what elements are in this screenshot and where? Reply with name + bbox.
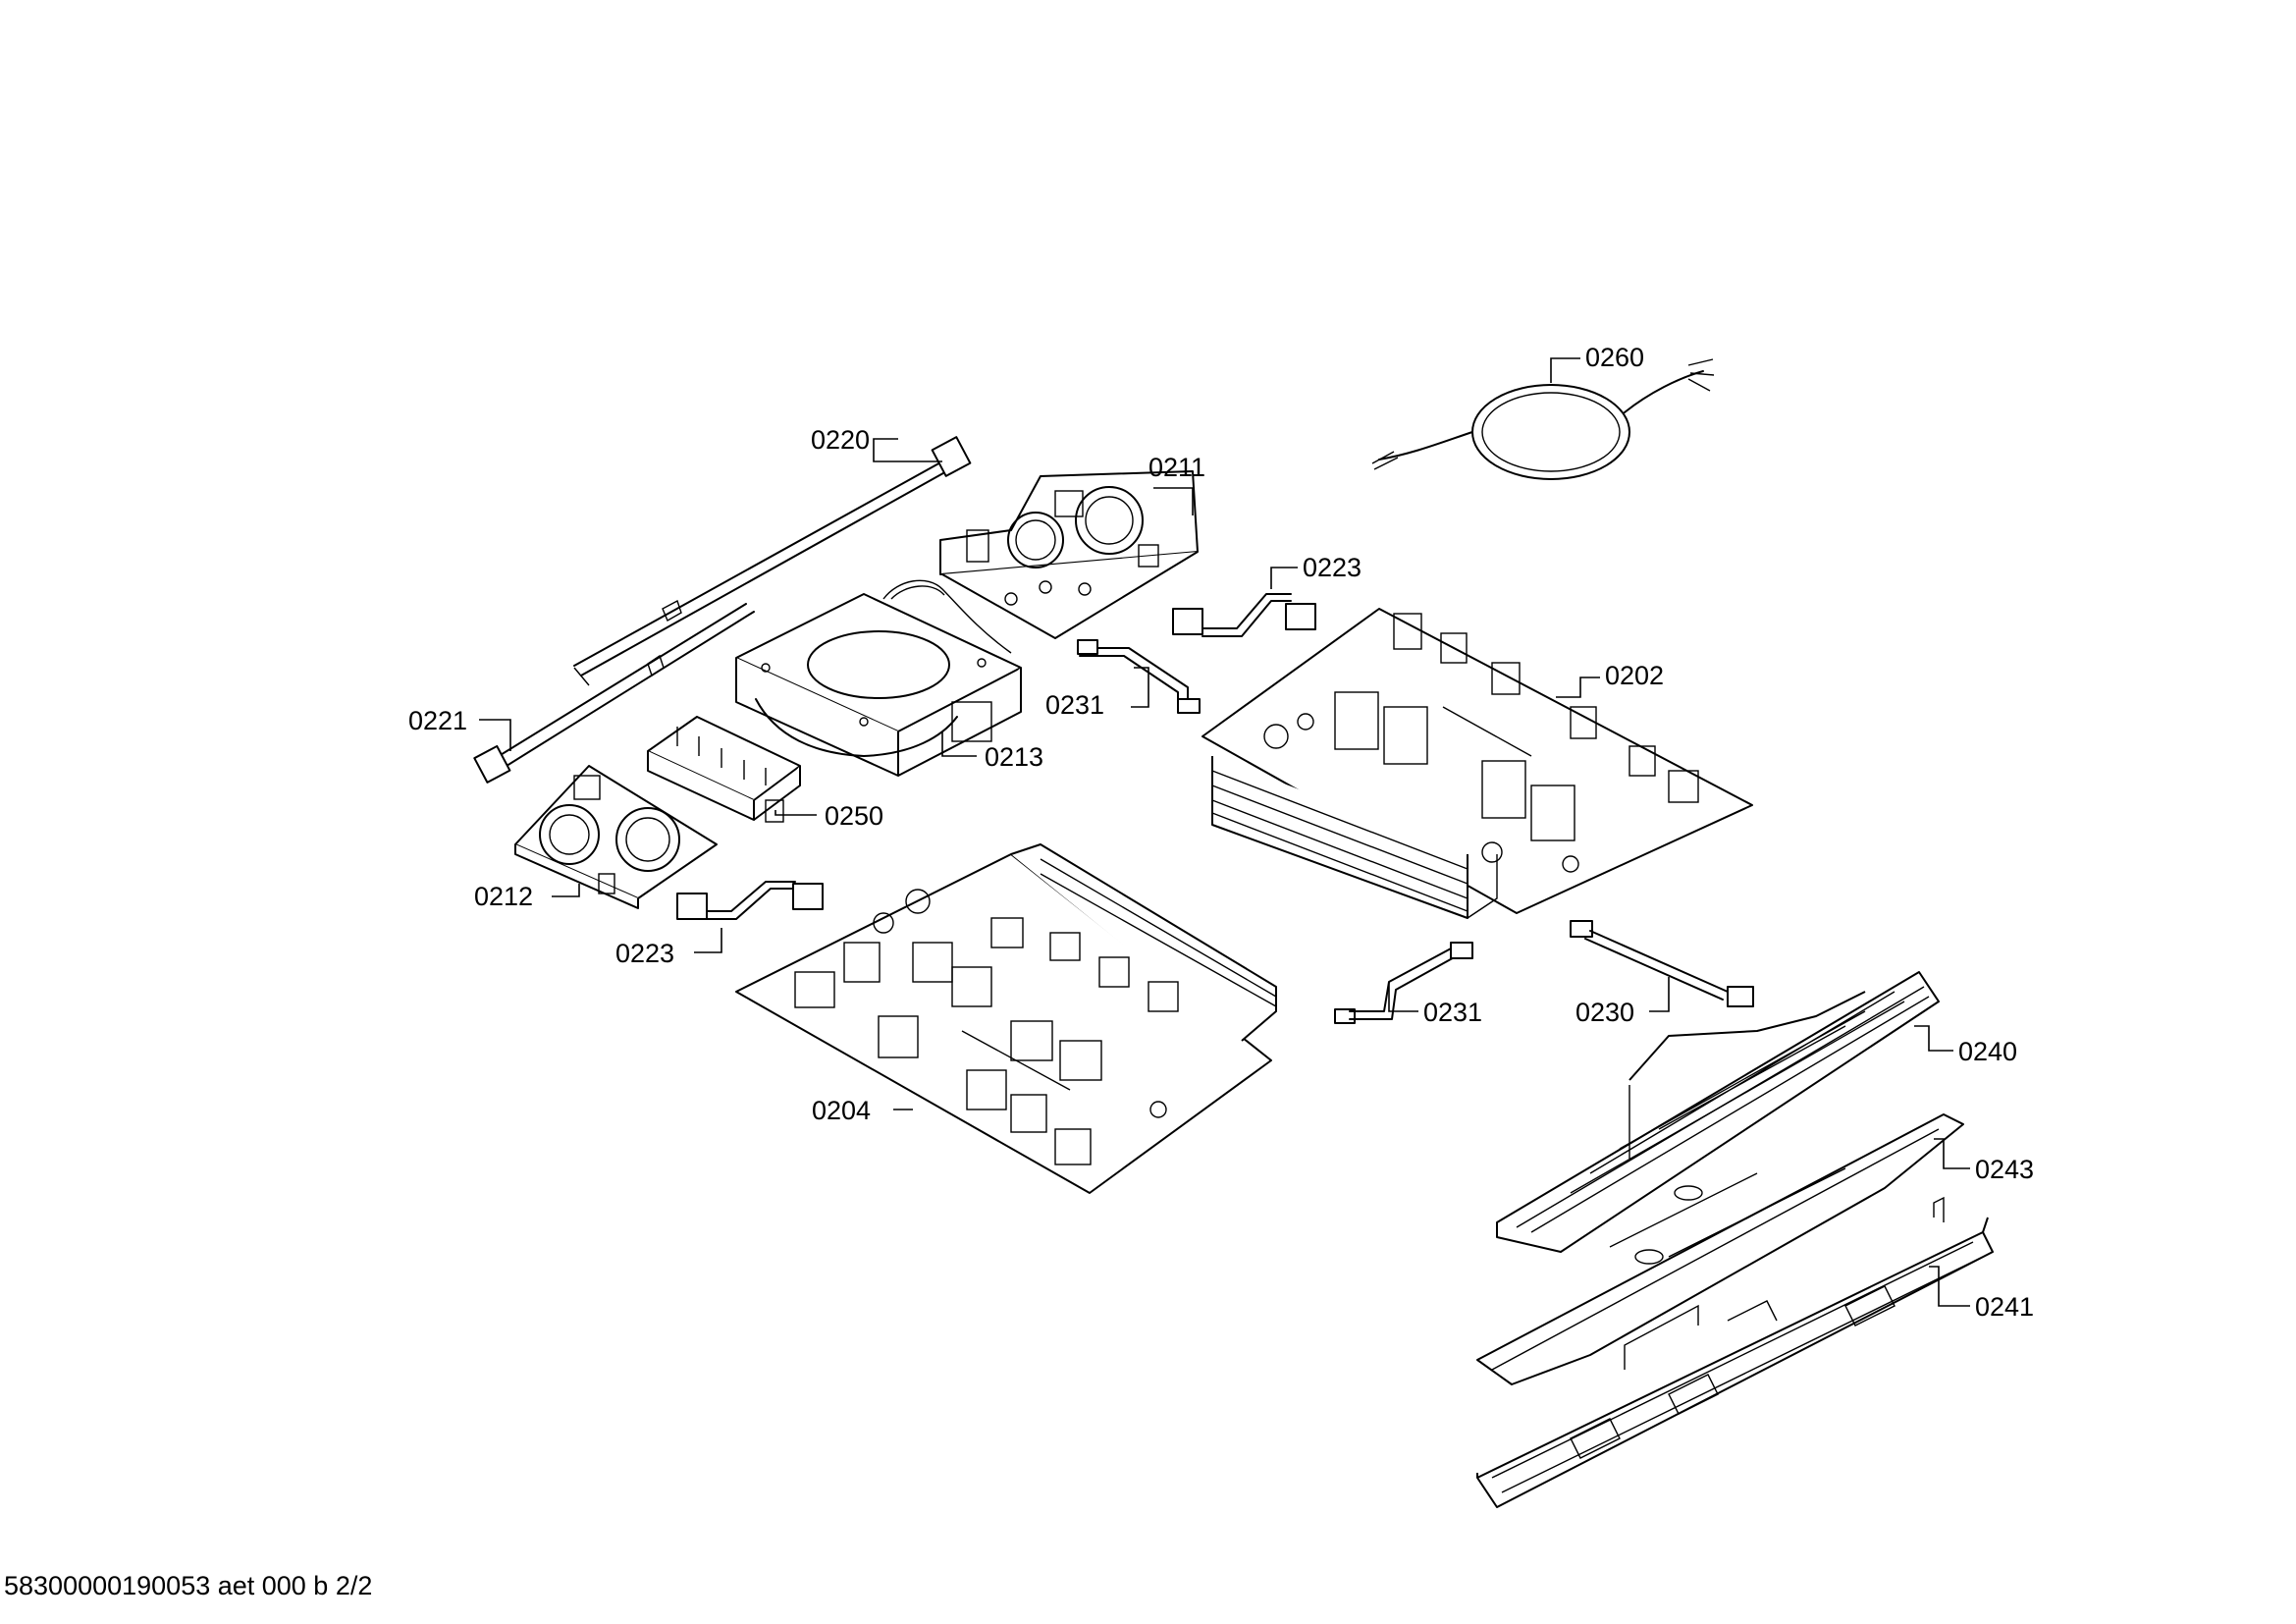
leader-0243: [1934, 1138, 1970, 1169]
leader-0260: [1550, 357, 1580, 383]
part-0202-power-board[interactable]: [1201, 608, 1753, 919]
callout-0211[interactable]: 0211: [1148, 453, 1205, 482]
leader-0230: [1649, 977, 1670, 1012]
callout-0223-upper[interactable]: 0223: [1303, 553, 1362, 582]
callout-0212[interactable]: 0212: [474, 882, 533, 911]
leader-0223-lower: [694, 928, 722, 953]
part-0204-power-board[interactable]: [735, 843, 1277, 1194]
leader-0223-upper: [1270, 567, 1298, 589]
part-0223-connector-cable-upper[interactable]: [1172, 593, 1316, 637]
callout-0220[interactable]: 0220: [811, 425, 870, 455]
callout-0223-lower[interactable]: 0223: [615, 939, 674, 968]
leader-0221: [479, 719, 511, 751]
part-0231-flat-cable-upper[interactable]: [1077, 639, 1201, 714]
callout-0240[interactable]: 0240: [1958, 1037, 2017, 1066]
part-0260-power-cable[interactable]: [1371, 358, 1715, 480]
part-0231-flat-cable-lower[interactable]: [1334, 942, 1473, 1024]
callout-0241[interactable]: 0241: [1975, 1292, 2034, 1322]
callout-0221[interactable]: 0221: [408, 706, 467, 735]
callout-0250[interactable]: 0250: [825, 801, 883, 831]
callout-0231-upper[interactable]: 0231: [1045, 690, 1104, 720]
leader-0211: [1153, 487, 1194, 515]
callout-0230[interactable]: 0230: [1575, 998, 1634, 1027]
leader-0220: [873, 438, 942, 462]
callout-0243[interactable]: 0243: [1975, 1155, 2034, 1184]
leader-0250: [774, 810, 817, 816]
part-0220-ribbon-cable[interactable]: [573, 436, 972, 686]
callout-0213[interactable]: 0213: [985, 742, 1043, 772]
part-0223-connector-cable-lower[interactable]: [676, 881, 824, 920]
part-0243-light-guide[interactable]: [1476, 1113, 1964, 1385]
part-0240-control-panel-board[interactable]: [1496, 971, 1940, 1253]
part-0230-flat-cable[interactable]: [1570, 920, 1754, 1007]
leader-0202: [1556, 677, 1600, 698]
leader-0231-upper: [1131, 667, 1149, 708]
part-0211-filter-board[interactable]: [939, 470, 1199, 639]
part-0250-terminal-block[interactable]: [647, 716, 801, 823]
part-0221-ribbon-cable[interactable]: [473, 603, 755, 784]
callout-0260[interactable]: 0260: [1585, 343, 1644, 372]
part-0213-induction-coil[interactable]: [735, 579, 1022, 777]
callout-0204[interactable]: 0204: [812, 1096, 871, 1125]
callout-0202[interactable]: 0202: [1605, 661, 1664, 690]
leader-0213: [941, 731, 977, 757]
leader-0231-lower: [1388, 982, 1418, 1012]
leader-0212: [552, 884, 580, 897]
leader-0240: [1914, 1025, 1953, 1052]
part-0212-filter-board[interactable]: [514, 765, 718, 909]
leader-0241: [1929, 1266, 1970, 1307]
part-0241-holder-frame[interactable]: [1476, 1196, 1994, 1508]
callout-0231-lower[interactable]: 0231: [1423, 998, 1482, 1027]
drawing-id-footer: 58300000190053 aet 000 b 2/2: [4, 1571, 373, 1600]
